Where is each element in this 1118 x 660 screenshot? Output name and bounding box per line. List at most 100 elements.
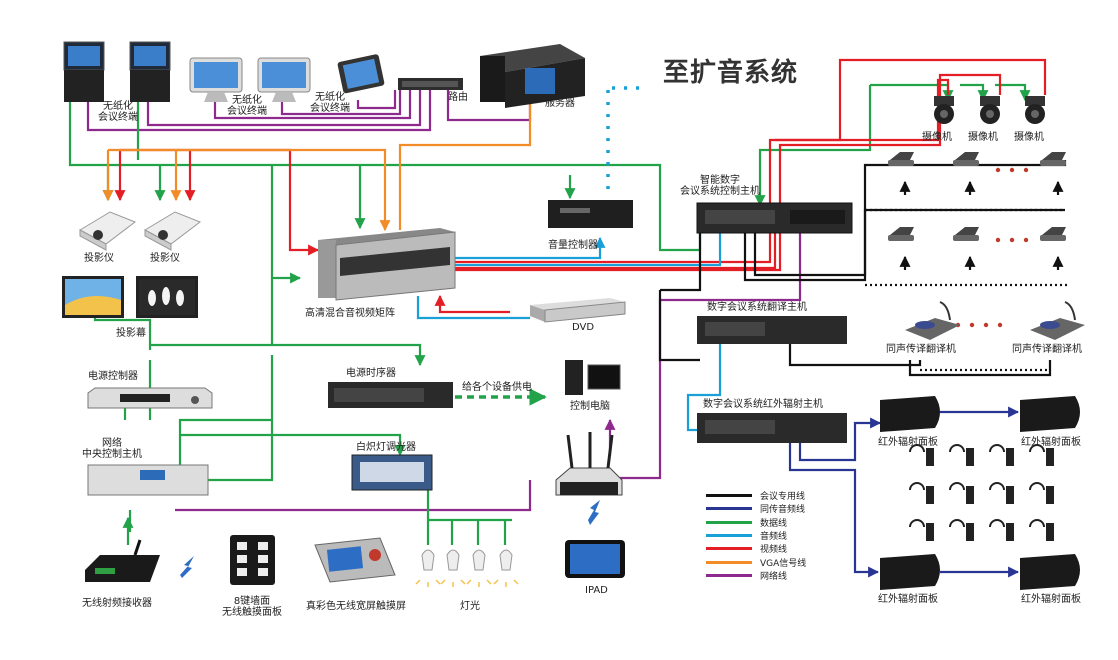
label-projector-2: 投影仪	[150, 253, 180, 264]
network-lines	[86, 88, 802, 512]
ir-panel-3-device	[880, 554, 940, 590]
ir-panel-2-device	[1020, 396, 1080, 432]
mic-row-2	[888, 227, 1066, 241]
ir-panel-1-device	[880, 396, 940, 432]
camera-1	[934, 96, 954, 124]
red-dots	[955, 167, 1029, 328]
legend-row: 音频线	[706, 529, 806, 542]
ipad-device	[565, 500, 625, 578]
label-screen: 投影幕	[116, 328, 146, 339]
label-router: 路由	[448, 92, 468, 103]
power-controller-device	[87, 387, 213, 409]
label-volume-controller: 音量控制器	[548, 240, 598, 251]
label-ir-panel-4: 红外辐射面板	[1021, 594, 1081, 605]
legend-swatch-vga	[706, 560, 752, 564]
diagram-title: 至扩音系统	[663, 58, 799, 88]
label-power-sequencer: 电源时序器	[346, 368, 396, 379]
label-touch-screen: 真彩色无线宽屏触摸屏	[306, 601, 406, 612]
translation-host-device	[697, 316, 847, 344]
label-ir-panel-3: 红外辐射面板	[878, 594, 938, 605]
tablet-terminal-1	[189, 57, 243, 102]
label-ir-panel-2: 红外辐射面板	[1021, 437, 1081, 448]
wireless-rx-device	[85, 539, 194, 582]
legend-row: 会议专用线	[706, 489, 806, 502]
legend-label: 音频线	[760, 532, 788, 543]
ir-host-device	[697, 413, 847, 443]
label-smart-host: 智能数字 会议系统控制主机	[680, 175, 760, 197]
control-pc-device	[565, 360, 621, 395]
label-to-devices: 给各个设备供电	[462, 382, 532, 393]
label-wireless-rx: 无线射频接收器	[82, 598, 152, 609]
interpreter-2-device	[1030, 301, 1085, 340]
legend-swatch-conference	[706, 494, 752, 498]
label-power-controller: 电源控制器	[88, 371, 138, 382]
legend-label: 会议专用线	[760, 492, 806, 503]
vga-lines	[102, 100, 532, 232]
tablet-terminal-2	[257, 57, 311, 102]
label-interpreter-2: 同声传译翻译机	[1012, 344, 1082, 355]
label-control-pc: 控制电脑	[570, 401, 610, 412]
wireless-router-device	[555, 432, 623, 496]
legend-label: 视频线	[760, 545, 788, 556]
label-camera-1: 摄像机	[922, 132, 952, 143]
label-camera-2: 摄像机	[968, 132, 998, 143]
label-lights: 灯光	[460, 601, 480, 612]
paperless-terminal-1	[63, 41, 105, 102]
legend-swatch-interpretation	[706, 507, 752, 511]
light-bulbs	[415, 549, 519, 587]
label-dimmer: 白炽灯调光器	[356, 442, 416, 453]
dvd-device	[530, 298, 626, 323]
label-ipad: IPAD	[585, 585, 608, 596]
legend-label: VGA信号线	[760, 558, 807, 569]
ir-panel-4-device	[1020, 554, 1080, 590]
camera-3	[1025, 96, 1045, 124]
label-ir-panel-1: 红外辐射面板	[878, 437, 938, 448]
label-wireless-terminal: 无纸化 会议终端	[227, 95, 267, 117]
legend-row: VGA信号线	[706, 555, 807, 569]
legend-row: 网络线	[706, 569, 806, 582]
server-device	[480, 44, 585, 108]
projector-2-device	[143, 211, 202, 251]
legend-swatch-audio	[706, 534, 752, 538]
volume-controller-device	[548, 200, 633, 228]
dimmer-device	[351, 454, 433, 491]
label-projector-1: 投影仪	[84, 253, 114, 264]
legend-label: 数据线	[760, 518, 788, 529]
screen-1	[62, 276, 124, 318]
screen-2	[136, 276, 198, 318]
label-server: 服务器	[545, 98, 575, 109]
interpreter-1-device	[905, 301, 960, 340]
tablet-icon	[337, 54, 385, 94]
label-dvd: DVD	[572, 322, 595, 333]
audio-lines	[416, 86, 722, 432]
legend-row: 视频线	[706, 542, 806, 555]
router-device	[398, 78, 463, 90]
legend-row: 同传音频线	[706, 502, 806, 515]
interpretation-lines	[788, 406, 1020, 578]
projector-1-device	[78, 211, 137, 251]
legend-swatch-data	[706, 520, 752, 524]
matrix-device	[318, 228, 456, 301]
legend-swatch-network	[706, 573, 752, 577]
label-wireless-terminal-2: 无纸化 会议终端	[310, 92, 350, 114]
label-matrix: 高清混合音视频矩阵	[305, 308, 395, 319]
ir-receivers	[909, 444, 1054, 541]
legend-row: 数据线	[706, 516, 806, 529]
label-central-control: 网络 中央控制主机	[82, 438, 142, 460]
label-interpreter-1: 同声传译翻译机	[886, 344, 956, 355]
central-control-device	[87, 464, 209, 496]
legend-label: 网络线	[760, 571, 788, 582]
label-ir-host: 数字会议系统红外辐射主机	[703, 399, 823, 410]
legend: 会议专用线 同传音频线 数据线 音频线 视频线 VGA信号线 网络线	[706, 489, 806, 582]
legend-label: 同传音频线	[760, 505, 806, 516]
smart-host-device	[696, 202, 853, 234]
video-lines	[114, 58, 1047, 314]
power-sequencer-device	[328, 382, 453, 408]
camera-2	[980, 96, 1000, 124]
touch-screen-device	[314, 537, 396, 583]
wall-panel-device	[230, 535, 275, 585]
label-translation-host: 数字会议系统翻译主机	[707, 302, 807, 313]
label-paperless-terminal: 无纸化 会议终端	[98, 101, 138, 123]
label-camera-3: 摄像机	[1014, 132, 1044, 143]
legend-swatch-video	[706, 547, 752, 551]
